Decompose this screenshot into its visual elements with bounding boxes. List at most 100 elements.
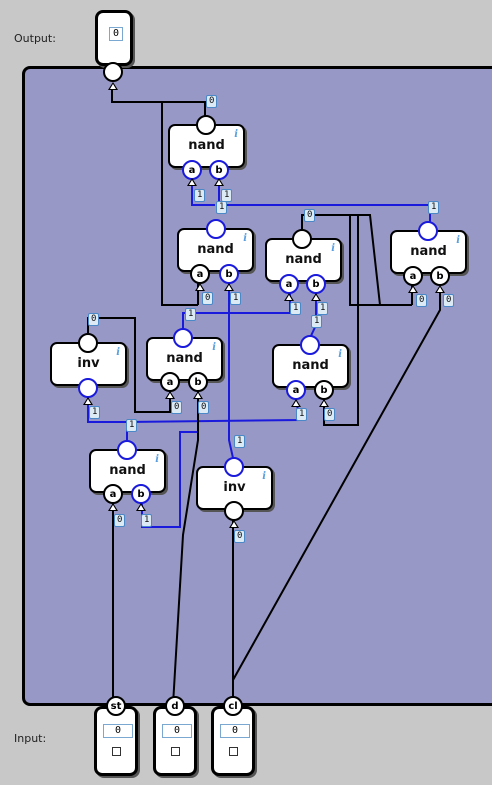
gate-input-a[interactable]: a [190, 264, 210, 284]
info-icon[interactable]: i [116, 347, 120, 358]
wire-value: 1 [428, 201, 440, 214]
gate-output-pin[interactable] [418, 221, 438, 241]
input-pin-st[interactable]: st [106, 696, 126, 716]
wire [172, 390, 199, 706]
gate-label: nand [410, 244, 447, 259]
gate-input[interactable] [78, 378, 98, 398]
gate-output-pin[interactable] [292, 229, 312, 249]
wire-value: 0 [171, 401, 183, 414]
gate-label: nand [166, 351, 203, 366]
info-icon[interactable]: i [262, 471, 266, 482]
output-value-field: 0 [109, 27, 123, 41]
input-toggle-checkbox[interactable] [171, 747, 180, 756]
wire-value: 1 [296, 408, 308, 421]
gate-label: nand [188, 138, 225, 153]
info-icon[interactable]: i [331, 243, 335, 254]
gate-output-pin[interactable] [300, 335, 320, 355]
gate-input-b[interactable]: b [430, 266, 450, 286]
wire-value: 1 [290, 302, 302, 315]
gate-input-a[interactable]: a [279, 274, 299, 294]
input-toggle-checkbox[interactable] [112, 747, 121, 756]
info-icon[interactable]: i [243, 233, 247, 244]
gate-input-b[interactable]: b [209, 160, 229, 180]
input-toggle-checkbox[interactable] [229, 747, 238, 756]
pin-arrow [195, 283, 205, 291]
gate-label: nand [197, 242, 234, 257]
gate-input-b[interactable]: b [131, 484, 151, 504]
wire-value: 0 [198, 401, 210, 414]
wire [228, 282, 234, 459]
wire-value: 1 [89, 406, 101, 419]
nand-gate-6[interactable]: i nand [272, 344, 349, 388]
input-box-st: 0 [94, 706, 138, 776]
wire-value: 1 [194, 189, 206, 202]
wire [301, 214, 412, 306]
gate-input[interactable] [224, 501, 244, 521]
wire-value: 1 [234, 435, 246, 448]
info-icon[interactable]: i [212, 342, 216, 353]
gate-input-a[interactable]: a [286, 380, 306, 400]
gate-input-b[interactable]: b [306, 274, 326, 294]
wire-value: 0 [202, 292, 214, 305]
pin-arrow [229, 520, 239, 528]
gate-input-a[interactable]: a [103, 484, 123, 504]
wire [161, 102, 198, 306]
gate-input-b[interactable]: b [219, 264, 239, 284]
gate-label: nand [285, 252, 322, 267]
wire-value: 1 [230, 292, 242, 305]
gate-output-pin[interactable] [196, 115, 216, 135]
gate-output-pin[interactable] [78, 333, 98, 353]
input-label: Input: [14, 732, 47, 745]
pin-arrow [408, 285, 418, 293]
gate-output-pin[interactable] [224, 457, 244, 477]
info-icon[interactable]: i [456, 235, 460, 246]
pin-arrow [187, 178, 197, 186]
info-icon[interactable]: i [234, 129, 238, 140]
pin-arrow [435, 285, 445, 293]
input-value-field[interactable]: 0 [220, 724, 250, 738]
gate-input-a[interactable]: a [182, 160, 202, 180]
info-icon[interactable]: i [338, 349, 342, 360]
wire-value: 0 [324, 408, 336, 421]
info-icon[interactable]: i [155, 454, 159, 465]
pin-arrow [136, 503, 146, 511]
wire [111, 88, 206, 125]
pin-arrow [108, 503, 118, 511]
gate-input-a[interactable]: a [403, 266, 423, 286]
pin-arrow [165, 391, 175, 399]
input-value-field[interactable]: 0 [162, 724, 192, 738]
wire-value: 1 [216, 201, 228, 214]
gate-input-b[interactable]: b [188, 372, 208, 392]
wire-value: 1 [126, 419, 138, 432]
gate-output-pin[interactable] [206, 219, 226, 239]
input-pin-cl[interactable]: cl [223, 696, 243, 716]
wire-value: 0 [304, 209, 316, 222]
gate-output-pin[interactable] [173, 328, 193, 348]
wire-value: 1 [311, 315, 323, 328]
pin-arrow [311, 293, 321, 301]
wire [87, 398, 302, 423]
input-box-d: 0 [153, 706, 197, 776]
pin-arrow [291, 399, 301, 407]
input-value-field[interactable]: 0 [103, 724, 133, 738]
wire-value: 0 [206, 95, 218, 108]
output-box: 0 [95, 10, 133, 66]
pin-arrow [83, 397, 93, 405]
pin-arrow [224, 283, 234, 291]
pin-arrow [319, 399, 329, 407]
output-pin[interactable] [103, 62, 123, 82]
gate-input-b[interactable]: b [314, 380, 334, 400]
gate-label: inv [223, 480, 246, 495]
wire-value: 1 [185, 308, 197, 321]
gate-output-pin[interactable] [117, 440, 137, 460]
wire-value: 0 [114, 514, 126, 527]
input-pin-d[interactable]: d [165, 696, 185, 716]
wire-value: 1 [141, 514, 153, 527]
wire [302, 214, 381, 306]
wire-value: 1 [317, 302, 329, 315]
wire-value: 0 [416, 294, 428, 307]
circuit-canvas[interactable] [22, 66, 492, 706]
gate-label: inv [77, 356, 100, 371]
gate-input-a[interactable]: a [160, 372, 180, 392]
gate-label: nand [292, 358, 329, 373]
